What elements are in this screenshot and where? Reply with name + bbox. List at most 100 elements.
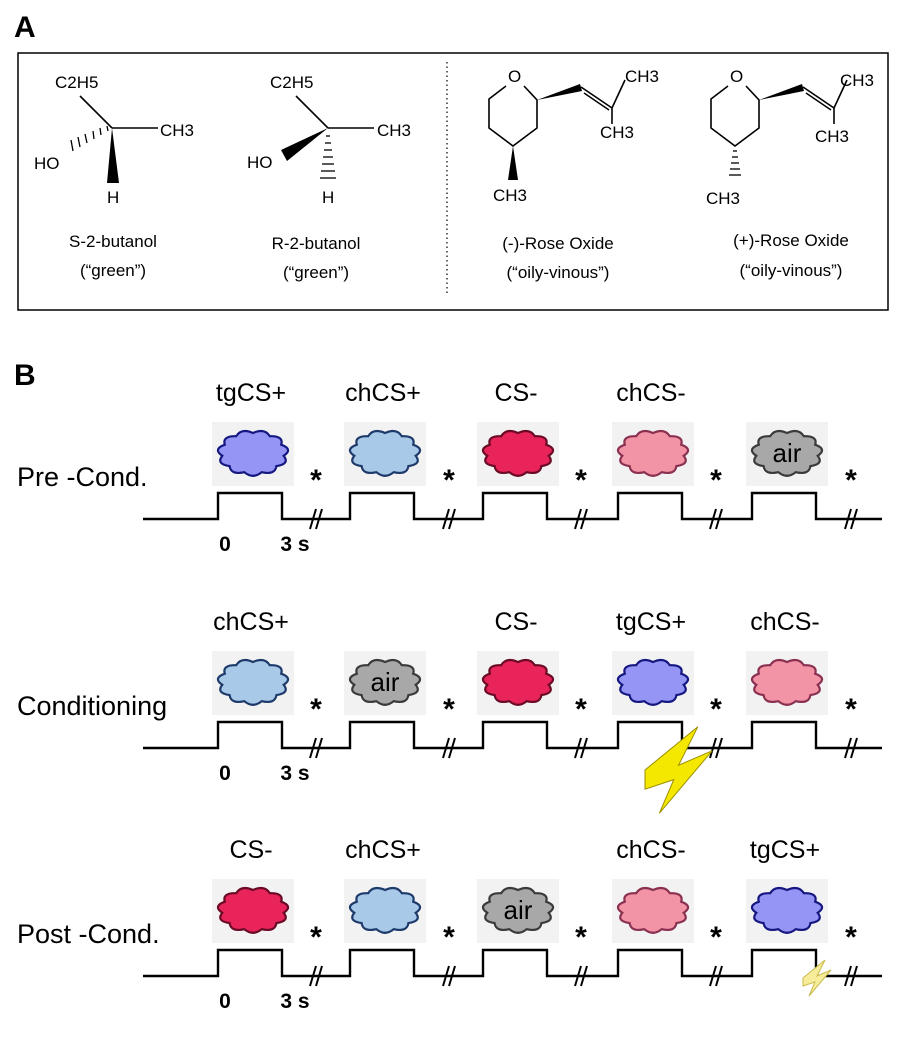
break-mark [844, 965, 852, 987]
stimulus-label: chCS+ [345, 379, 421, 407]
interval-star: * [443, 464, 455, 497]
odor-cloud-icon [750, 886, 824, 934]
interval-star: * [310, 693, 322, 726]
break-mark [448, 737, 456, 759]
break-mark [844, 508, 852, 530]
atom-label: O [730, 67, 743, 86]
tick-label-end: 3 s [280, 533, 309, 556]
stimulus-trace [143, 720, 882, 750]
break-mark [850, 965, 858, 987]
break-mark [442, 965, 450, 987]
stimulus-label: chCS- [750, 608, 819, 636]
break-mark [309, 737, 317, 759]
molecule-name: (-)-Rose Oxide [502, 234, 613, 253]
interval-star: * [710, 464, 722, 497]
interval-star: * [575, 921, 587, 954]
interval-star: * [310, 464, 322, 497]
atom-label: CH3 [600, 123, 634, 142]
break-mark [442, 508, 450, 530]
panel-a-frame [17, 52, 889, 311]
molecule-minus-rose-oxide: O CH3 CH3 CH3 (-)-Rose Oxide (“oily-vino… [488, 67, 659, 282]
stimulus-label: tgCS+ [616, 608, 686, 636]
atom-label: C2H5 [270, 73, 313, 92]
break-mark [850, 508, 858, 530]
atom-label: O [508, 67, 521, 86]
air-cloud-icon [481, 886, 555, 934]
molecule-name: R-2-butanol [272, 234, 361, 253]
break-mark [309, 965, 317, 987]
stimulus-label: chCS- [616, 379, 685, 407]
odor-cloud-icon [216, 658, 290, 706]
molecule-plus-rose-oxide: O CH3 CH3 CH3 (+)-Rose Oxide (“oily-vino… [706, 67, 874, 280]
atom-label: CH3 [377, 121, 411, 140]
atom-label: CH3 [706, 189, 740, 208]
interval-star: * [845, 693, 857, 726]
break-mark [709, 508, 717, 530]
break-mark [574, 965, 582, 987]
break-mark [715, 737, 723, 759]
air-label: air [773, 438, 802, 468]
interval-star: * [710, 921, 722, 954]
shock-bolt-icon [644, 726, 713, 814]
atom-label: H [107, 188, 119, 207]
interval-star: * [845, 464, 857, 497]
break-mark [448, 508, 456, 530]
break-mark [580, 965, 588, 987]
stimulus-label: CS- [229, 836, 272, 864]
panel-a-letter: A [14, 11, 36, 44]
break-mark [715, 508, 723, 530]
stimulus-label: tgCS+ [216, 379, 286, 407]
interval-star: * [575, 693, 587, 726]
panel-b-letter: B [14, 359, 36, 392]
tick-label-end: 3 s [280, 990, 309, 1013]
interval-star: * [443, 693, 455, 726]
odor-cloud-icon [481, 429, 555, 477]
molecule-odor: (“green”) [283, 263, 349, 282]
molecule-r-2-butanol: C2H5 CH3 HO H R-2-butanol (“green”) [247, 73, 411, 282]
odor-cloud-icon [216, 886, 290, 934]
break-mark [309, 508, 317, 530]
break-mark [580, 508, 588, 530]
break-mark [315, 737, 323, 759]
break-mark [709, 965, 717, 987]
molecule-odor: (“green”) [80, 261, 146, 280]
tick-label-start: 0 [219, 990, 231, 1013]
faint-shock-bolt-icon [802, 959, 832, 997]
odor-cloud-icon [348, 429, 422, 477]
molecule-name: S-2-butanol [69, 232, 157, 251]
stimulus-label: CS- [494, 379, 537, 407]
molecule-odor: (“oily-vinous”) [740, 261, 843, 280]
interval-star: * [845, 921, 857, 954]
atom-label: C2H5 [55, 73, 98, 92]
break-mark [715, 965, 723, 987]
break-mark [448, 965, 456, 987]
stimulus-label: CS- [494, 608, 537, 636]
break-mark [574, 737, 582, 759]
atom-label: HO [34, 154, 60, 173]
atom-label: HO [247, 153, 273, 172]
tick-label-end: 3 s [280, 762, 309, 785]
break-mark [844, 737, 852, 759]
atom-label: H [322, 188, 334, 207]
atom-label: CH3 [840, 71, 874, 90]
tick-label-start: 0 [219, 533, 231, 556]
odor-cloud-icon [348, 886, 422, 934]
odor-cloud-icon [616, 429, 690, 477]
atom-label: CH3 [815, 127, 849, 146]
stimulus-trace [143, 491, 882, 521]
air-cloud-icon [750, 429, 824, 477]
interval-star: * [575, 464, 587, 497]
atom-label: CH3 [625, 67, 659, 86]
air-cloud-icon [348, 658, 422, 706]
tick-label-start: 0 [219, 762, 231, 785]
odor-cloud-icon [750, 658, 824, 706]
row-label: Conditioning [17, 691, 167, 721]
interval-star: * [310, 921, 322, 954]
stimulus-label: tgCS+ [750, 836, 820, 864]
break-mark [574, 508, 582, 530]
